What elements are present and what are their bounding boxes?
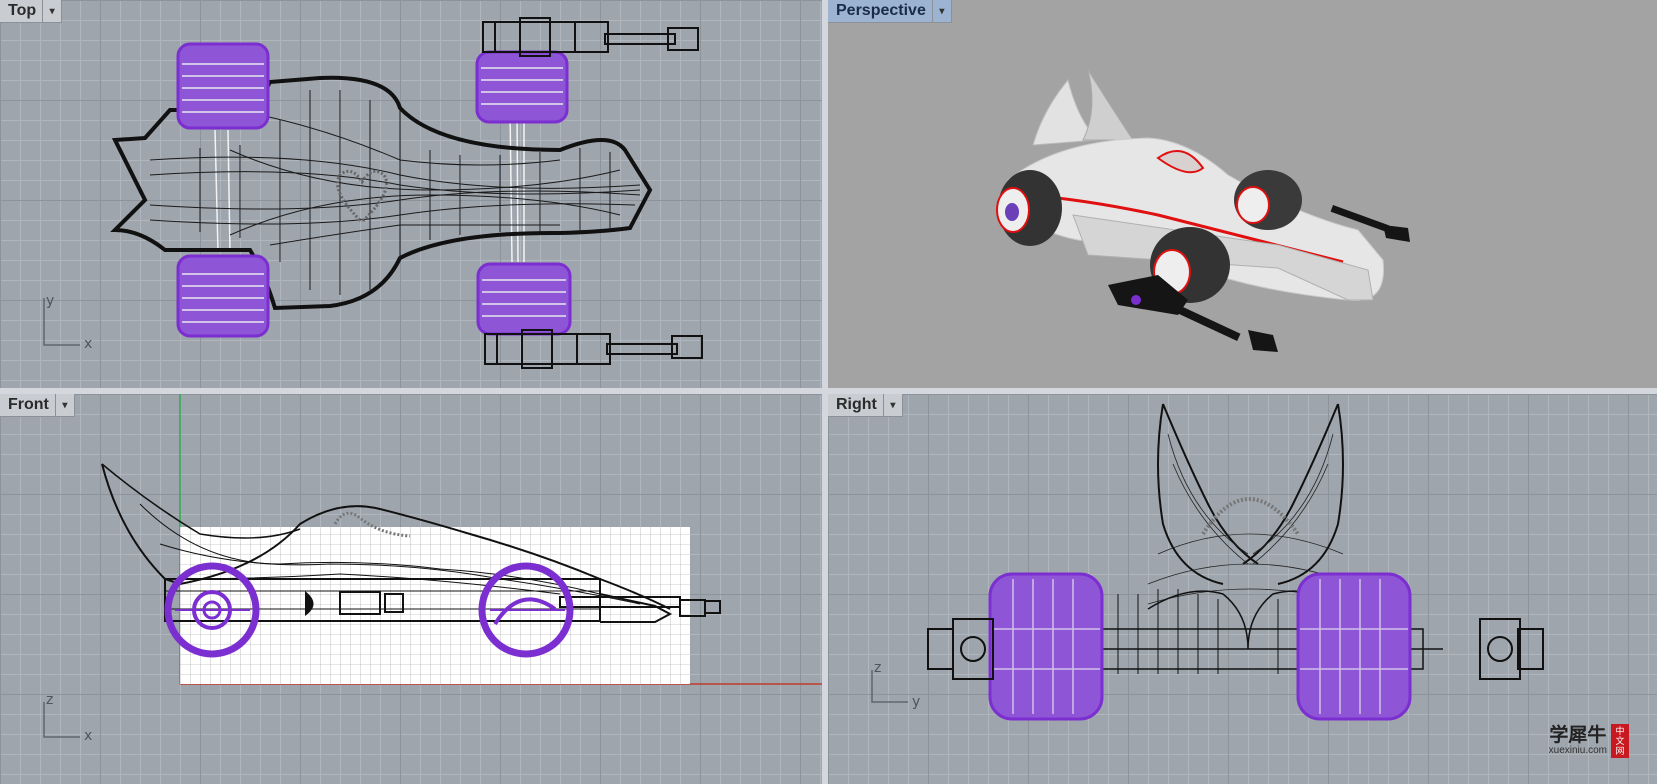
right-view-wireframe: z y: [871, 403, 1544, 721]
viewport-tab-front[interactable]: Front ▾: [0, 394, 75, 417]
chevron-down-icon[interactable]: ▾: [54, 394, 74, 416]
wheel-front-left-render: [1234, 170, 1302, 230]
viewport-label: Top: [8, 2, 37, 19]
watermark-badge: 中文网: [1611, 724, 1629, 758]
top-view-wireframe: y x: [43, 17, 703, 369]
rear-wheel-top: [176, 42, 270, 338]
viewport-top[interactable]: Top ▾: [0, 0, 822, 388]
right-wheels-right-view: [1296, 572, 1412, 721]
watermark-en: xuexiniu.com: [1548, 745, 1607, 756]
front-view-wireframe: z x: [43, 394, 822, 744]
chevron-down-icon[interactable]: ▾: [931, 0, 951, 22]
axis-label-z: z: [874, 660, 881, 676]
axis-label-x: x: [84, 336, 92, 352]
left-wheels-right-view: [988, 572, 1104, 721]
perspective-render: [996, 69, 1410, 352]
watermark-cn: 学犀牛: [1549, 724, 1607, 746]
viewport-tab-perspective[interactable]: Perspective ▾: [828, 0, 952, 23]
rear-wheel-front-view: [164, 562, 260, 658]
chevron-down-icon[interactable]: ▾: [882, 394, 902, 416]
wheel-rear-left-render: [996, 170, 1062, 246]
viewport-front[interactable]: Front ▾: [0, 394, 822, 784]
viewport-right[interactable]: Right ▾: [828, 394, 1657, 784]
viewport-tab-top[interactable]: Top ▾: [0, 0, 63, 23]
chevron-down-icon[interactable]: ▾: [42, 0, 61, 22]
watermark-logo: 学犀牛 xuexiniu.com 中文网: [1549, 724, 1629, 758]
viewport-perspective[interactable]: Perspective ▾: [828, 0, 1657, 388]
front-wheel-front-view: [478, 562, 574, 658]
axis-label-y: y: [912, 694, 920, 710]
axis-label-z: z: [46, 692, 53, 708]
viewport-label: Right: [836, 396, 877, 413]
viewport-label: Front: [8, 396, 49, 413]
front-wheel-top: [475, 50, 572, 336]
axis-label-y: y: [46, 293, 54, 309]
viewport-tab-right[interactable]: Right ▾: [828, 394, 903, 417]
axis-label-x: x: [84, 728, 92, 744]
viewport-label: Perspective: [836, 2, 926, 19]
